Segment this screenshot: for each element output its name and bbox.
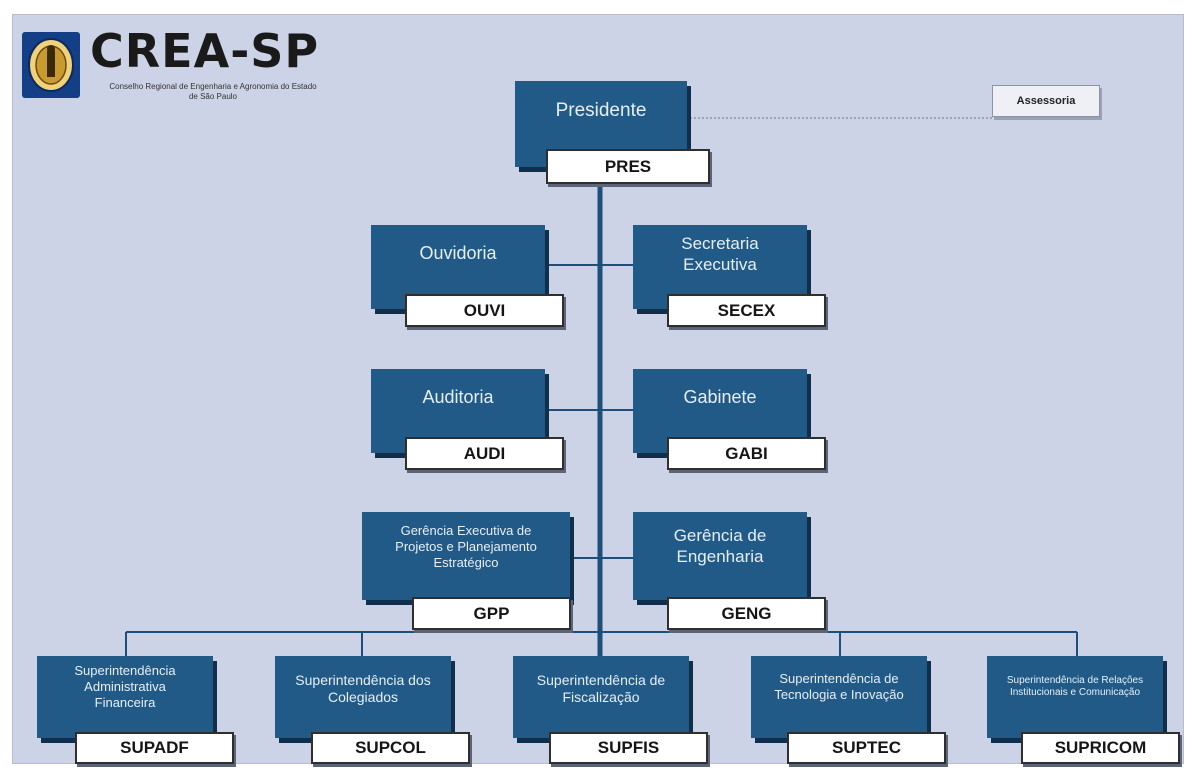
box-supricom: Superintendência de Relações Institucion… (987, 656, 1163, 738)
box-supfis: Superintendência de Fiscalização (513, 656, 689, 738)
box-gpp: Gerência Executiva de Projetos e Planeja… (362, 512, 570, 600)
box-gerencia-engenharia: Gerência de Engenharia (633, 512, 807, 600)
code-audi: AUDI (405, 437, 564, 470)
box-label: Presidente (555, 100, 647, 122)
box-label: Superintendência de Tecnologia e Inovaçã… (774, 670, 904, 702)
box-label: Auditoria (422, 386, 494, 407)
seal-icon (22, 32, 80, 98)
code-supricom: SUPRICOM (1021, 732, 1180, 764)
code-supfis: SUPFIS (549, 732, 708, 764)
box-label: Superintendência Administrativa Financei… (74, 662, 176, 711)
code-supcol: SUPCOL (311, 732, 470, 764)
box-supcol: Superintendência dos Colegiados (275, 656, 451, 738)
assessoria-box: Assessoria (992, 85, 1100, 117)
logo-subtitle: Conselho Regional de Engenharia e Agrono… (109, 82, 317, 101)
box-label: Secretaria Executiva (681, 233, 759, 274)
code-suptec: SUPTEC (787, 732, 946, 764)
box-supadf: Superintendência Administrativa Financei… (37, 656, 213, 738)
code-pres: PRES (546, 149, 710, 184)
box-label: Gabinete (683, 386, 757, 407)
code-gabi: GABI (667, 437, 826, 470)
crea-sp-logo: CREA-SP Conselho Regional de Engenharia … (22, 24, 322, 124)
code-supadf: SUPADF (75, 732, 234, 764)
box-label: Superintendência de Fiscalização (536, 671, 666, 706)
code-secex: SECEX (667, 294, 826, 327)
box-label: Gerência de Engenharia (673, 525, 767, 566)
box-label: Ouvidoria (419, 242, 497, 263)
logo-title: CREA-SP (90, 24, 320, 78)
box-label: Superintendência dos Colegiados (295, 671, 431, 706)
box-suptec: Superintendência de Tecnologia e Inovaçã… (751, 656, 927, 738)
code-ouvi: OUVI (405, 294, 564, 327)
box-label: Superintendência de Relações Institucion… (1006, 674, 1144, 699)
code-gpp: GPP (412, 597, 571, 630)
code-geng: GENG (667, 597, 826, 630)
box-label: Gerência Executiva de Projetos e Planeja… (395, 522, 537, 571)
